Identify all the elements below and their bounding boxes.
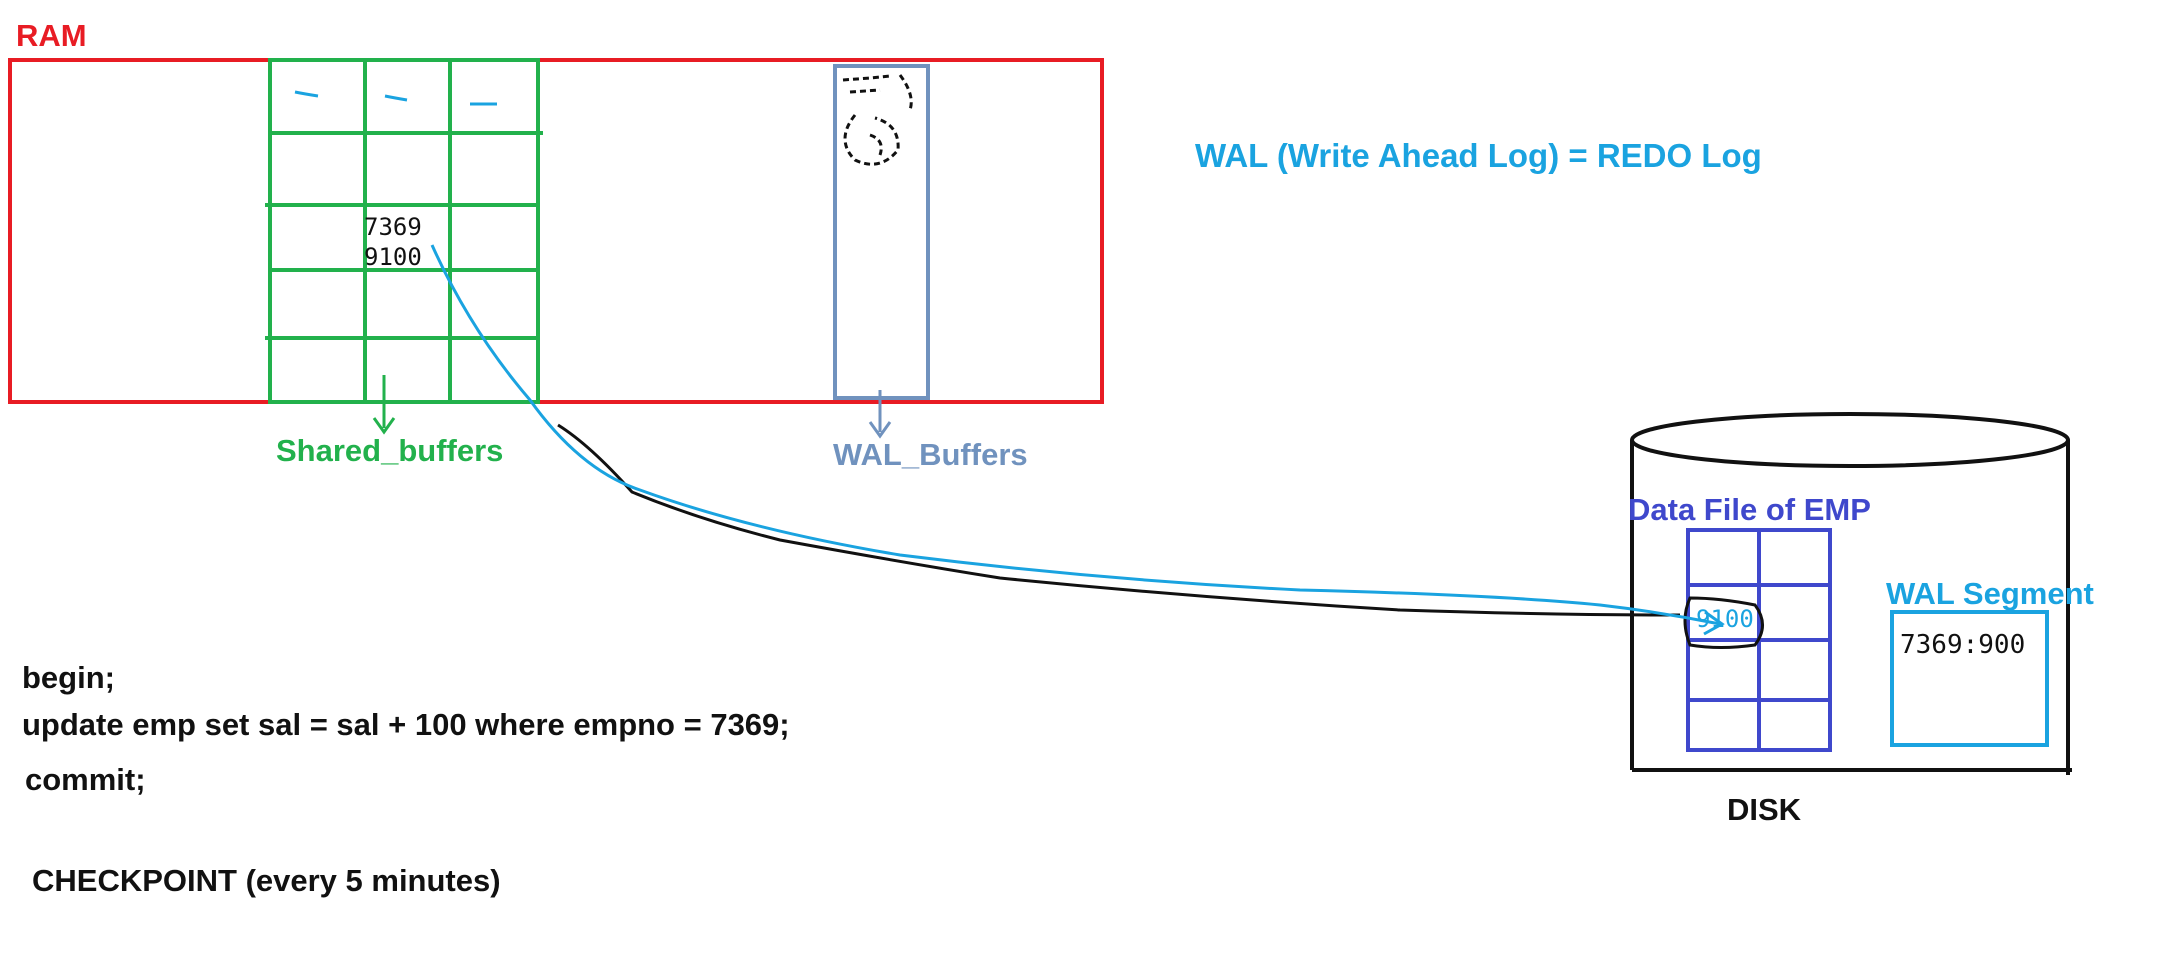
checkpoint-note: CHECKPOINT (every 5 minutes) <box>32 863 501 898</box>
disk-label: DISK <box>1727 792 1802 827</box>
shared-buffers-label: Shared_buffers <box>276 433 504 468</box>
shared-buffer-cell-text-2: 9100 <box>364 243 422 271</box>
checkpoint-flow-line <box>557 423 1764 649</box>
dirty-page-write-line <box>430 244 1725 636</box>
wal-buffers-column <box>833 64 930 439</box>
sql-update: update emp set sal = sal + 100 where emp… <box>22 707 790 742</box>
sql-begin: begin; <box>22 660 115 695</box>
wal-segment-box <box>1890 610 2049 747</box>
shared-buffers-grid <box>265 58 543 435</box>
disk-cylinder <box>1630 412 2072 775</box>
ram-label: RAM <box>16 18 87 53</box>
wal-segment-entry: 7369:900 <box>1900 630 2026 660</box>
ram-box <box>8 58 1104 404</box>
wal-buffer-scribble-icon <box>842 74 913 166</box>
data-file-label: Data File of EMP <box>1628 492 1871 527</box>
data-file-cell-text: 9100 <box>1696 605 1754 633</box>
wal-segment-label: WAL Segment <box>1886 576 2094 611</box>
wal-buffers-label: WAL_Buffers <box>833 437 1028 472</box>
shared-buffer-cell-text-1: 7369 <box>364 213 422 241</box>
wal-definition: WAL (Write Ahead Log) = REDO Log <box>1195 137 1762 174</box>
sql-commit: commit; <box>25 762 146 797</box>
